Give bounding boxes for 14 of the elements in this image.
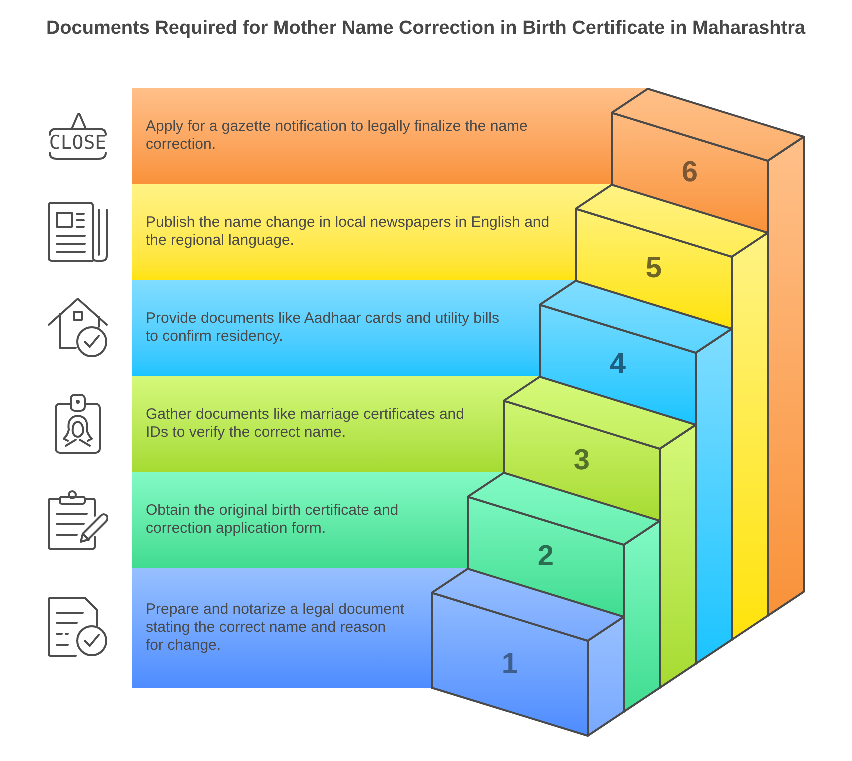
- step-description: Apply for a gazette notification to legally finalize the name correction.: [146, 118, 529, 154]
- step-number: 4: [610, 350, 626, 380]
- step-description: Gather documents like marriage certificates and IDs to verify the correct name.: [146, 406, 466, 442]
- step-description: Publish the name change in local newspapers in English and the regional language.: [146, 214, 551, 250]
- sign-text: CLOSE: [49, 134, 107, 153]
- step-number: 3: [574, 446, 590, 476]
- step-number: 6: [682, 158, 698, 188]
- step-number: 2: [538, 542, 554, 572]
- step-description: Obtain the original birth certificate and correction application form.: [146, 502, 400, 538]
- step-description: Prepare and notarize a legal document stating the correct name and reason for change.: [146, 601, 406, 655]
- step-number: 5: [646, 254, 662, 284]
- step-description: Provide documents like Aadhaar cards and utility bills to confirm residency.: [146, 310, 501, 346]
- title: Documents Required for Mother Name Correction in Birth Certificate in Maharashtra: [45, 17, 807, 40]
- step-number: 1: [502, 650, 518, 680]
